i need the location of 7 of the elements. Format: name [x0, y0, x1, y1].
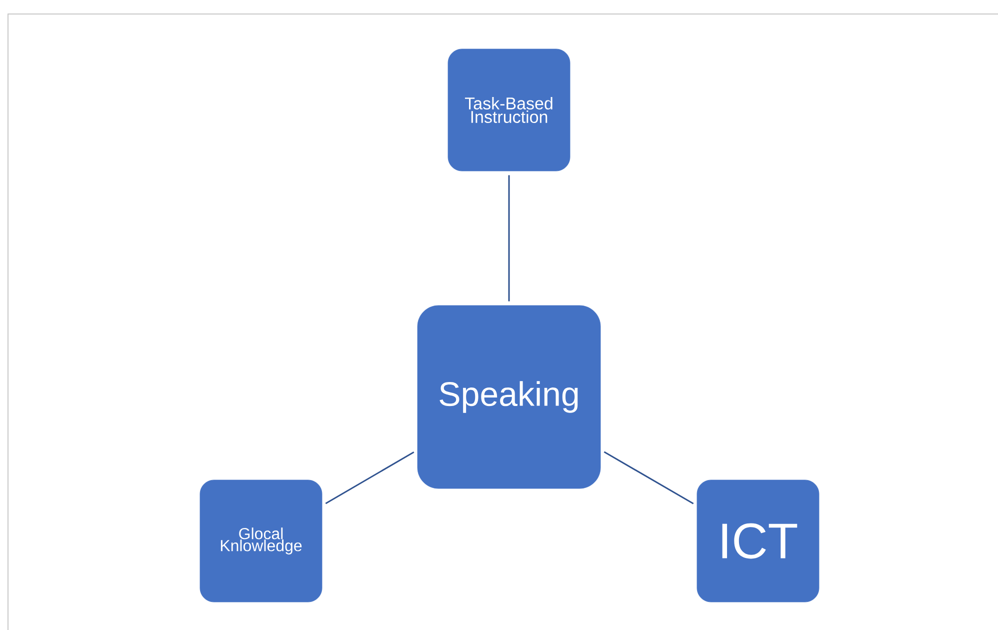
connector-line [604, 451, 694, 504]
process-box: Speaking [417, 305, 601, 489]
process-box: Glocal Knlowledge [200, 480, 322, 602]
process-box: ICT [696, 480, 820, 602]
process-box: Task-Based Instruction [448, 48, 570, 172]
connector-line [508, 175, 510, 302]
connector-line [325, 452, 414, 504]
